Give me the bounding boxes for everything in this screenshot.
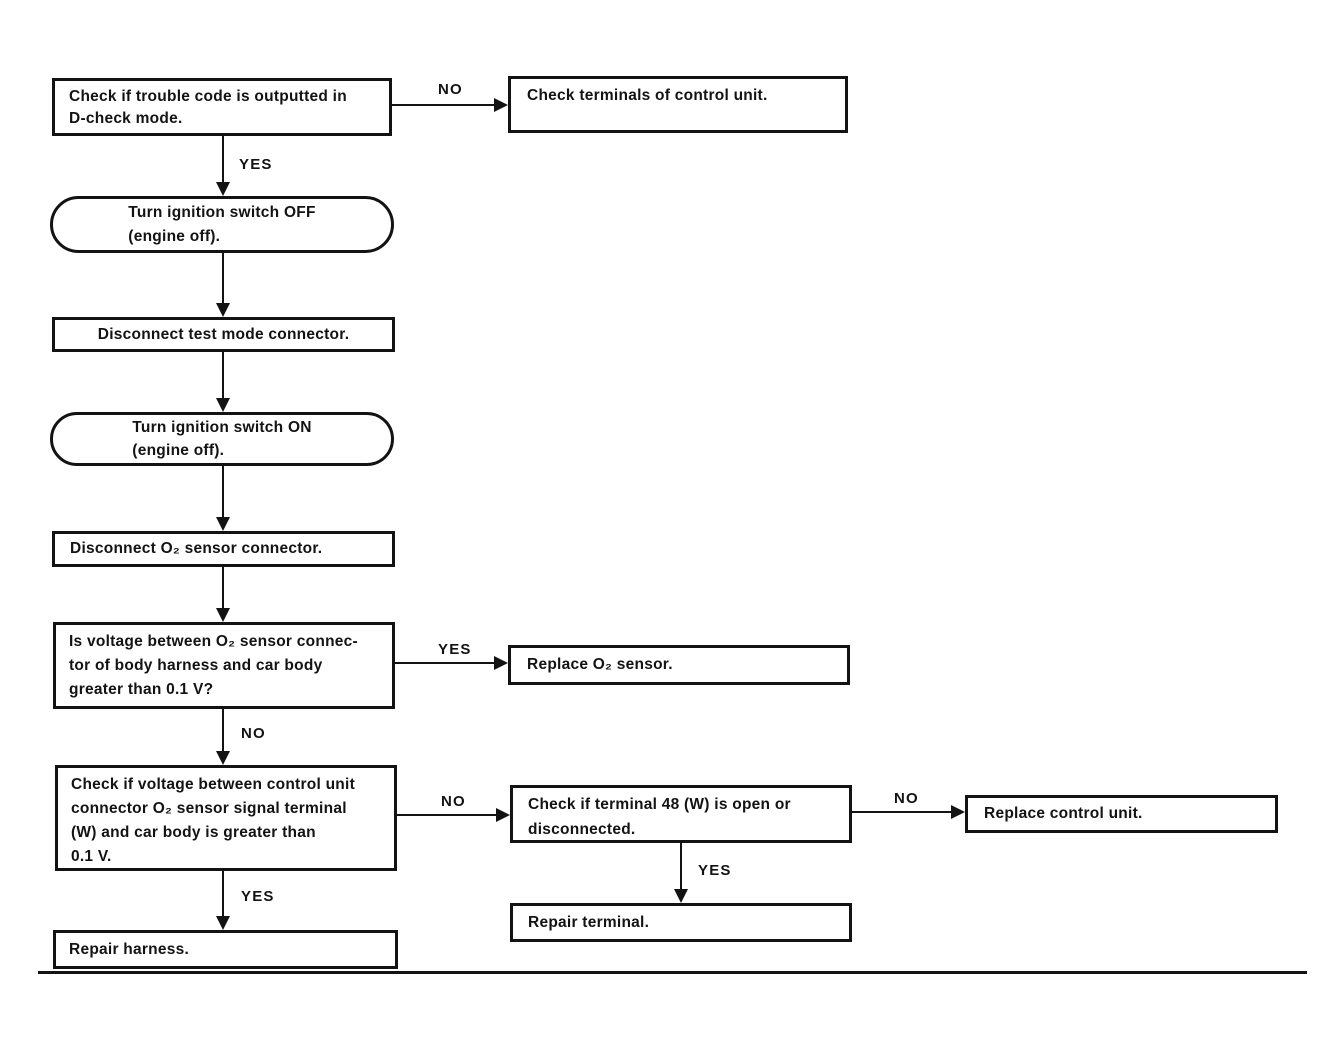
node-text-line: D-check mode. [69,110,183,127]
edge-label-no: NO [441,793,466,810]
arrowhead-to-disconnect-test [216,303,230,317]
arrowhead-terminal-48-no [951,805,965,819]
arrow-trouble-code-no-line [392,104,497,106]
node-text-line: Check if terminal 48 (W) is open or [528,796,791,813]
edge-label-no: NO [241,725,266,742]
node-disconnect-o2: Disconnect O₂ sensor connector. [52,531,395,567]
edge-label-no: NO [894,790,919,807]
arrowhead-to-ignition-on [216,398,230,412]
node-text-line: Check if voltage between control unit [71,776,355,793]
arrowhead-voltage-cu-no [496,808,510,822]
edge-label-yes: YES [698,862,732,879]
edge-label-yes: YES [438,641,472,658]
node-text-line: greater than 0.1 V? [69,681,214,698]
node-text-line: connector O₂ sensor signal terminal [71,800,347,817]
node-ignition-on: Turn ignition switch ON (engine off). [50,412,394,466]
node-disconnect-test-mode: Disconnect test mode connector. [52,317,395,352]
arrowhead-to-disconnect-o2 [216,517,230,531]
node-ignition-off: Turn ignition switch OFF (engine off). [50,196,394,253]
node-text-line: 0.1 V. [71,848,112,865]
arrowhead-to-voltage-o2 [216,608,230,622]
arrow-voltage-o2-yes-line [395,662,497,664]
node-text-line: Check if trouble code is outputted in [69,88,347,105]
arrow-trouble-code-yes-line [222,136,224,183]
arrowhead-trouble-code-yes [216,182,230,196]
node-text-line: Check terminals of control unit. [527,87,768,104]
node-text-line: Disconnect O₂ sensor connector. [70,540,323,557]
arrow-to-voltage-o2-line [222,567,224,609]
arrow-to-disconnect-o2-line [222,466,224,518]
node-text-block: Turn ignition switch ON (engine off). [132,416,311,462]
node-text-block: Turn ignition switch OFF (engine off). [128,201,315,249]
arrow-voltage-o2-no-line [222,709,224,752]
node-check-trouble-code: Check if trouble code is outputted in D-… [52,78,392,136]
arrowhead-voltage-o2-no [216,751,230,765]
node-text-line: tor of body harness and car body [69,657,323,674]
node-check-terminals: Check terminals of control unit. [508,76,848,133]
arrow-voltage-cu-yes-line [222,871,224,917]
node-replace-o2: Replace O₂ sensor. [508,645,850,685]
node-text-line: Is voltage between O₂ sensor connec- [69,633,358,650]
node-voltage-o2: Is voltage between O₂ sensor connec- tor… [53,622,395,709]
arrow-terminal-48-yes-line [680,843,682,891]
edge-label-yes: YES [241,888,275,905]
node-text-line: (engine off). [128,227,221,245]
node-text-line: Repair harness. [69,940,190,958]
bottom-divider [38,971,1307,974]
node-terminal-48: Check if terminal 48 (W) is open or disc… [510,785,852,843]
node-text-line: disconnected. [528,821,636,838]
arrow-voltage-cu-no-line [397,814,497,816]
node-text-line: (W) and car body is greater than [71,824,316,841]
arrowhead-voltage-cu-yes [216,916,230,930]
arrow-to-disconnect-test-line [222,253,224,304]
node-text-line: Turn ignition switch OFF [128,203,316,221]
node-text-line: Disconnect test mode connector. [97,325,350,343]
node-text-line: Repair terminal. [528,913,650,931]
arrow-to-ignition-on-line [222,352,224,399]
node-replace-cu: Replace control unit. [965,795,1278,833]
node-repair-harness: Repair harness. [53,930,398,969]
node-text-line: Replace control unit. [984,805,1143,822]
arrowhead-voltage-o2-yes [494,656,508,670]
node-text-line: Turn ignition switch ON [132,419,312,436]
node-text-line: (engine off). [132,442,225,459]
edge-label-no: NO [438,81,463,98]
arrowhead-trouble-code-no [494,98,508,112]
node-repair-terminal: Repair terminal. [510,903,852,942]
arrow-terminal-48-no-line [852,811,954,813]
arrowhead-terminal-48-yes [674,889,688,903]
node-text-line: Replace O₂ sensor. [527,656,673,673]
edge-label-yes: YES [239,156,273,173]
node-voltage-cu: Check if voltage between control unit co… [55,765,397,871]
